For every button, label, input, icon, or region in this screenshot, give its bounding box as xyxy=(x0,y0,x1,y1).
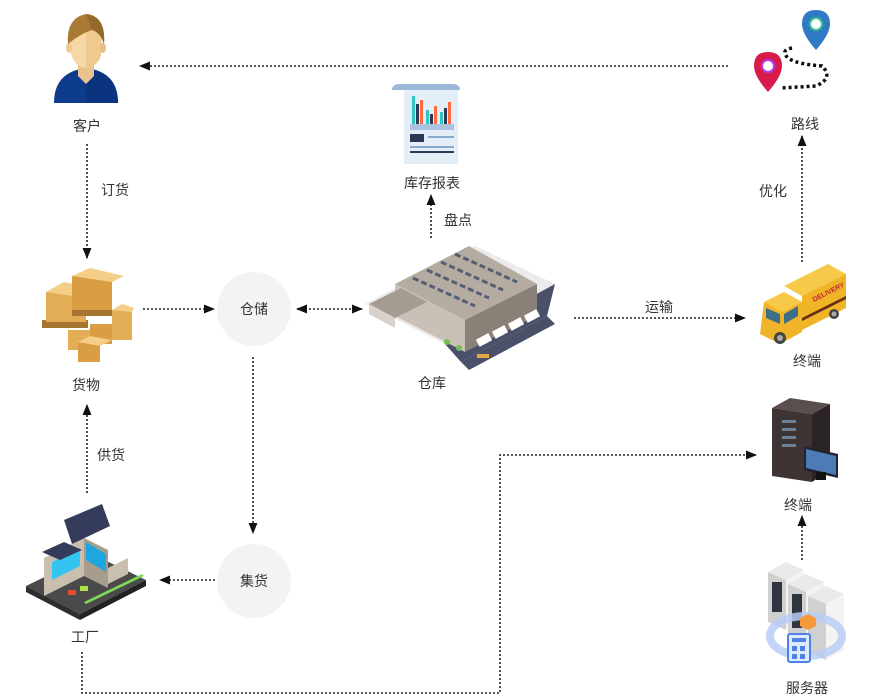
route-map-pins-icon xyxy=(754,10,830,92)
pc-terminal-node[interactable] xyxy=(770,396,840,486)
customer-person-icon xyxy=(54,14,118,103)
report-node[interactable] xyxy=(390,82,462,170)
factory-label: 工厂 xyxy=(71,630,99,646)
delivery-truck-icon: DELIVERY xyxy=(760,264,846,344)
warehouse-building-icon xyxy=(365,246,555,370)
goods-label: 货物 xyxy=(72,378,100,394)
edge-label-order: 订货 xyxy=(101,183,129,199)
collect-circle[interactable]: 集货 xyxy=(217,544,291,618)
edge-label-transport: 运输 xyxy=(645,300,673,316)
factory-building-icon xyxy=(26,504,146,620)
report-label: 库存报表 xyxy=(404,176,460,192)
storage-circle[interactable]: 仓储 xyxy=(217,272,291,346)
edge-label-optimize: 优化 xyxy=(759,184,787,200)
truck-terminal-label: 终端 xyxy=(793,354,821,370)
server-node[interactable] xyxy=(766,560,846,676)
warehouse-label: 仓库 xyxy=(418,376,446,392)
customer-node[interactable] xyxy=(50,10,122,109)
route-node[interactable] xyxy=(752,8,832,102)
inventory-report-icon xyxy=(392,84,460,164)
pc-terminal-label: 终端 xyxy=(784,498,812,514)
goods-node[interactable] xyxy=(38,266,138,370)
edge-label-inventory-check: 盘点 xyxy=(444,213,472,229)
truck-terminal-node[interactable]: DELIVERY xyxy=(756,262,848,350)
factory-node[interactable] xyxy=(24,502,148,624)
route-label: 路线 xyxy=(791,117,819,133)
customer-label: 客户 xyxy=(73,119,101,135)
storage-label: 仓储 xyxy=(240,302,268,318)
edge-factory-to-pc-terminal xyxy=(81,450,758,694)
warehouse-node[interactable] xyxy=(365,244,555,374)
edge-label-supply: 供货 xyxy=(97,448,125,464)
collect-label: 集货 xyxy=(240,574,268,590)
server-label: 服务器 xyxy=(786,681,828,697)
cardboard-boxes-icon xyxy=(42,268,134,362)
cloud-server-icon xyxy=(766,562,846,663)
desktop-computer-icon xyxy=(772,398,838,482)
